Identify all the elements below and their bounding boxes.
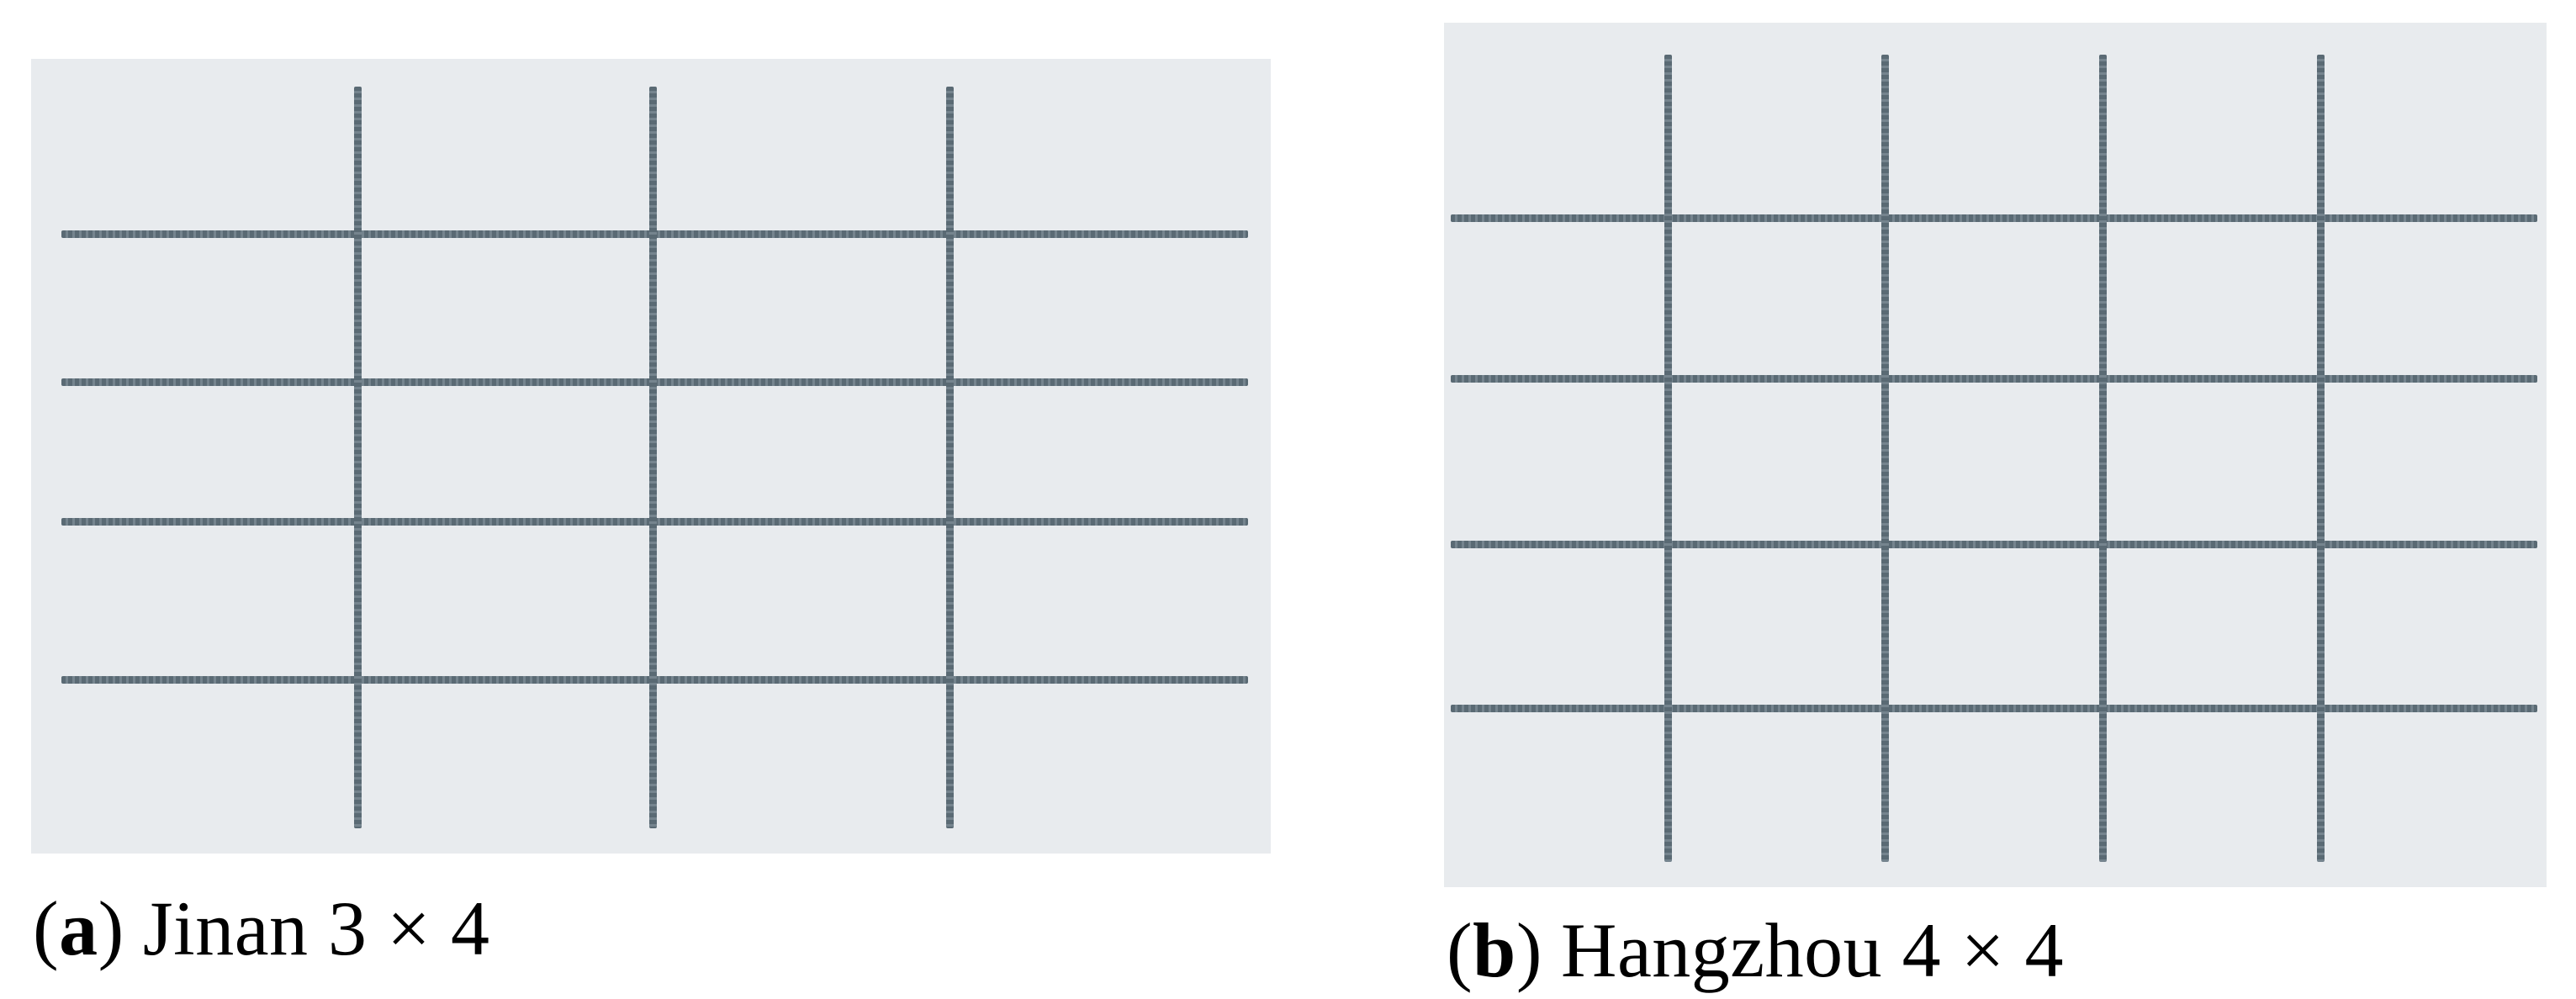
road-vertical [649, 87, 657, 828]
road-horizontal [1451, 541, 2537, 548]
road-vertical [2317, 55, 2325, 862]
caption-b-text: Hangzhou 4 × 4 [1561, 907, 2065, 993]
road-vertical [2099, 55, 2107, 862]
road-vertical [1664, 55, 1672, 862]
road-network-jinan [31, 59, 1271, 854]
road-vertical [1881, 55, 1889, 862]
road-vertical [946, 87, 954, 828]
road-network-hangzhou [1444, 23, 2547, 887]
road-vertical [354, 87, 362, 828]
caption-a-paren-open: ( [33, 885, 60, 971]
caption-a-paren-close: ) [98, 885, 124, 971]
road-horizontal [1451, 705, 2537, 712]
caption-panel-a: (a)Jinan 3 × 4 [33, 885, 489, 974]
road-horizontal [1451, 375, 2537, 383]
caption-b-label: b [1473, 907, 1516, 993]
caption-panel-b: (b)Hangzhou 4 × 4 [1447, 906, 2064, 996]
caption-a-label: a [59, 885, 98, 971]
caption-b-paren-open: ( [1447, 907, 1473, 993]
caption-b-paren-close: ) [1515, 907, 1542, 993]
caption-a-text: Jinan 3 × 4 [142, 885, 490, 971]
road-horizontal [1451, 214, 2537, 222]
